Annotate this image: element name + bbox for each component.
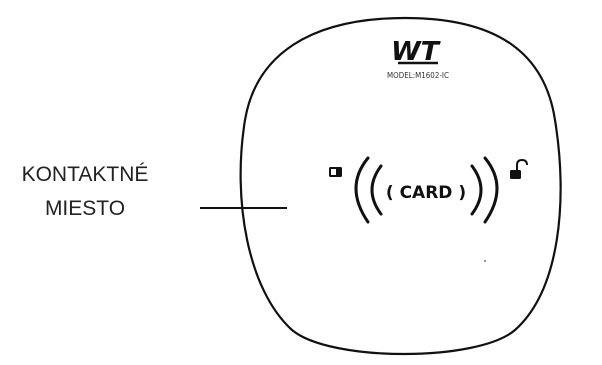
device-outline: [239, 16, 562, 356]
unlock-icon: [510, 158, 528, 179]
surface-dot: [484, 260, 486, 262]
callout-label-line1: KONTAKTNÉ: [21, 163, 149, 186]
callout-label: KONTAKTNÉ MIESTO: [0, 158, 170, 226]
callout-label-line2: MIESTO: [44, 197, 126, 220]
model-label: MODEL:M1602-IC: [387, 71, 449, 80]
card-label: ( CARD ): [386, 183, 466, 203]
signal-waves-right: [470, 156, 499, 224]
card-icon: [329, 167, 342, 177]
signal-waves-left: [354, 156, 383, 224]
